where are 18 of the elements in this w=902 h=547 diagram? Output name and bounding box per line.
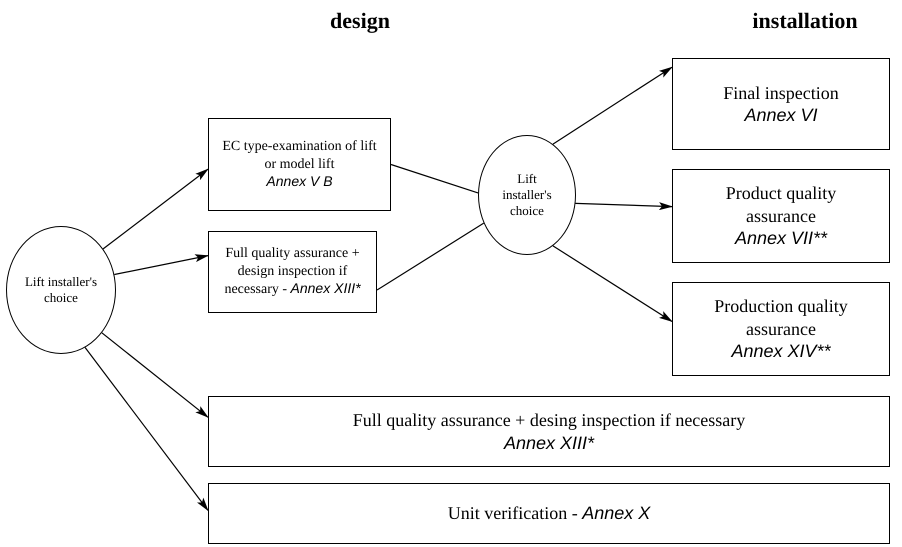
process-box: EC type-examination of lift or model lift Annex V B bbox=[208, 118, 391, 211]
process-box: Unit verification - Annex X bbox=[208, 483, 890, 544]
arrow bbox=[114, 254, 209, 276]
arrow bbox=[84, 347, 209, 512]
column-heading: installation bbox=[751, 10, 859, 32]
process-box: Full quality assurance + design inspection if necessary - Annex XIII* bbox=[208, 231, 377, 313]
column-heading: design bbox=[329, 10, 391, 32]
arrow bbox=[576, 202, 673, 210]
process-box: Production quality assurance Annex XIV** bbox=[672, 282, 890, 376]
arrow bbox=[552, 66, 673, 145]
arrow bbox=[552, 245, 673, 322]
arrow bbox=[102, 168, 209, 250]
process-box: Full quality assurance + desing inspection if necessary Annex XIII* bbox=[208, 396, 890, 467]
choice-ellipse: Lift installer's choice bbox=[478, 135, 576, 255]
process-box: Final inspection Annex VI bbox=[672, 58, 890, 150]
process-box: Product quality assurance Annex VII** bbox=[672, 169, 890, 263]
arrow bbox=[102, 332, 209, 418]
choice-ellipse: Lift installer's choice bbox=[6, 226, 116, 354]
